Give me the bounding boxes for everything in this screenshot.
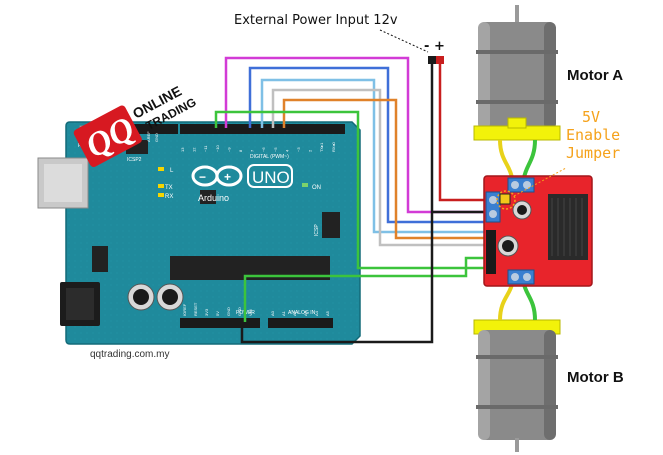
- pin-label: RESET: [193, 302, 198, 316]
- l298n-heatsink: [548, 194, 588, 260]
- pin-label: IOREF: [182, 303, 187, 316]
- tx-led-label: TX: [165, 185, 173, 191]
- jumper-callout-pointer: [513, 167, 567, 197]
- pin-label: GND: [237, 307, 242, 316]
- gnd-label: GND: [154, 133, 159, 142]
- pin-label: ~9: [226, 147, 231, 152]
- digital-label: DIGITAL (PWM~): [250, 154, 289, 160]
- callout-line2: Enable: [566, 126, 620, 144]
- pin-label: RX◂0: [331, 141, 336, 152]
- pin-label: 8: [238, 149, 243, 152]
- pin-label: 3V3: [204, 308, 209, 316]
- plus-sign: +: [434, 39, 445, 54]
- svg-text:+: +: [224, 170, 231, 184]
- pin-label: A5: [325, 310, 330, 316]
- power-terminal-minus: [428, 56, 436, 64]
- pin-label: 7: [250, 149, 255, 152]
- pin-label: ~6: [261, 147, 266, 152]
- wire-green-5v: [243, 256, 484, 322]
- icsp-label: ICSP: [314, 224, 320, 236]
- on-led-label: ON: [312, 185, 321, 191]
- aref-label: AREF: [146, 131, 151, 142]
- wire-blue: [248, 66, 484, 224]
- motor-b: [473, 319, 561, 452]
- arduino-uno-board: − + UNO Arduino RESET ICSP2 AREF GND DIG…: [37, 121, 361, 345]
- svg-text:−: −: [199, 170, 206, 184]
- pin-label: ~11: [203, 145, 208, 152]
- power-wires: [240, 60, 484, 344]
- digital-header: [180, 124, 345, 134]
- uno-label: UNO: [252, 168, 290, 187]
- pin-label: ~5: [273, 147, 278, 152]
- pin-label: A3: [303, 310, 308, 316]
- power-header: [180, 318, 260, 328]
- analog-header: [268, 318, 333, 328]
- pin-label: 13: [180, 147, 185, 152]
- callout-line1: 5V: [582, 108, 600, 126]
- pin-label: ~3: [296, 147, 301, 152]
- motor-a: [473, 5, 561, 141]
- pin-label: TX▸1: [319, 142, 324, 152]
- icsp-header: [322, 212, 340, 238]
- analog-pin-labels: A0 A1 A2 A3 A4 A5: [270, 310, 330, 316]
- icsp2-label: ICSP2: [127, 157, 142, 163]
- arduino-brand-label: Arduino: [198, 193, 229, 203]
- pin-label: 2: [308, 149, 313, 152]
- power-input-label: External Power Input 12v: [234, 13, 398, 28]
- wire-light-blue: [260, 78, 484, 234]
- pin-label: 4: [284, 149, 289, 152]
- pin-label: GND: [226, 307, 231, 316]
- l298n-driver-board: [483, 175, 593, 287]
- wire-green: [214, 110, 484, 270]
- motor-b-wire-yellow: [498, 283, 514, 321]
- wire-orange: [282, 98, 484, 240]
- power-pin-labels: IOREF RESET 3V3 5V GND GND VIN: [182, 302, 253, 316]
- signal-wires: [214, 56, 484, 322]
- power-input-pointer: [379, 29, 429, 53]
- pin-label: A1: [281, 310, 286, 316]
- pin-label: 5V: [215, 311, 220, 316]
- wire-black-gnd: [240, 60, 484, 344]
- control-header: [486, 230, 496, 274]
- power-terminal-plus: [436, 56, 444, 64]
- analog-section-label: ANALOG IN: [288, 310, 316, 316]
- pin-label: 12: [192, 147, 197, 152]
- l-led-label: L: [170, 168, 174, 174]
- pin-label: VIN: [248, 309, 253, 316]
- motor-a-wire-green: [522, 139, 537, 179]
- pin-label: A4: [314, 310, 319, 316]
- motor-b-wire-green: [522, 283, 537, 321]
- pin-label: ~10: [215, 144, 220, 152]
- rx-led-label: RX: [165, 194, 173, 200]
- callout-line3: Jumper: [566, 144, 620, 162]
- website-label: qqtrading.com.my: [90, 349, 169, 360]
- minus-sign: -: [424, 39, 429, 54]
- motor-a-wire-yellow: [498, 139, 514, 179]
- pin-label: A0: [270, 310, 275, 316]
- 5v-jumper: [499, 193, 511, 205]
- top-pin-labels: 13 12 ~11 ~10 ~9 8 7 ~6 ~5 4 ~3 2 TX▸1 RX◂0: [180, 141, 336, 152]
- wire-red-12v: [438, 60, 484, 202]
- motor-a-label: Motor A: [567, 67, 623, 84]
- wire-gray: [271, 88, 484, 247]
- arduino-infinity-logo: [191, 165, 243, 187]
- jumper-highlight: [496, 190, 516, 210]
- pin-label: A2: [292, 310, 297, 316]
- motor-b-label: Motor B: [567, 369, 624, 386]
